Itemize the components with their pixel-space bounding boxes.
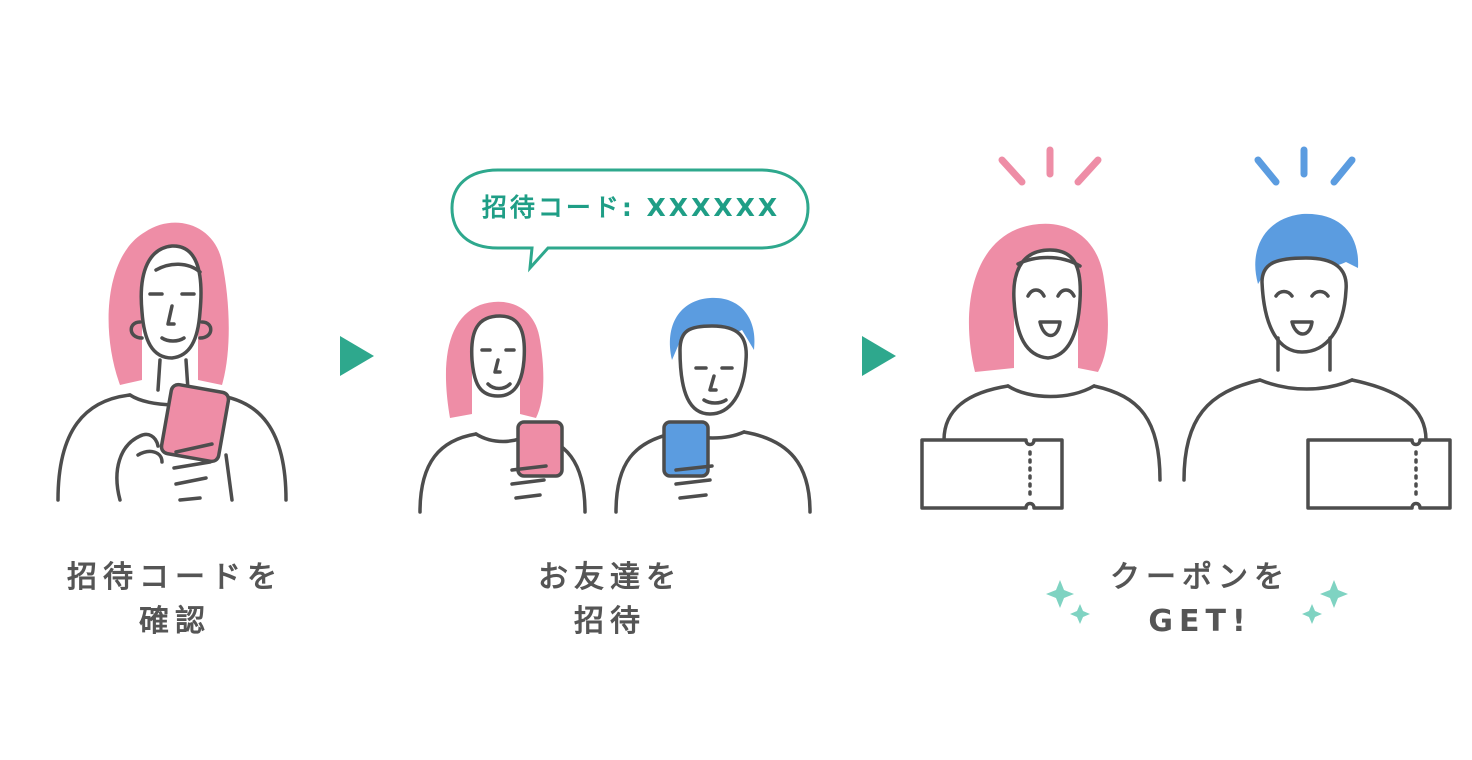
smartphone-icon — [159, 382, 231, 464]
sparkle-icon — [1046, 580, 1090, 624]
step3-caption: クーポンを GET! — [1090, 556, 1310, 644]
step1-caption-line2: 確認 — [139, 604, 211, 639]
step1-caption: 招待コードを 確認 — [40, 556, 310, 644]
step3-man-figure — [1182, 213, 1452, 510]
step1-woman-figure — [56, 222, 288, 502]
smartphone-icon — [516, 420, 564, 478]
step3-woman-figure — [920, 223, 1162, 510]
step2-caption-line1: お友達を — [538, 560, 682, 595]
step2-caption-line2: 招待 — [574, 604, 646, 639]
invite-code-text: 招待コード: XXXXXX — [481, 193, 781, 222]
step1-caption-line1: 招待コードを — [67, 560, 283, 595]
sparkle-icon — [1302, 580, 1348, 624]
step2-man-figure — [614, 297, 812, 514]
step3-caption-line1: クーポンを — [1110, 560, 1290, 595]
coupon-ticket-icon — [1306, 438, 1452, 510]
arrow-right-icon — [862, 336, 896, 376]
step2-caption: お友達を 招待 — [500, 556, 720, 644]
step2-woman-figure — [418, 301, 587, 514]
joy-marks-blue — [1254, 146, 1356, 186]
arrow-right-icon — [340, 336, 374, 376]
speech-bubble — [450, 168, 810, 273]
step3-caption-line2: GET! — [1148, 604, 1252, 639]
joy-marks-pink — [998, 146, 1102, 186]
step1-hair — [108, 222, 229, 385]
smartphone-icon — [662, 420, 710, 478]
coupon-ticket-icon — [920, 438, 1064, 510]
